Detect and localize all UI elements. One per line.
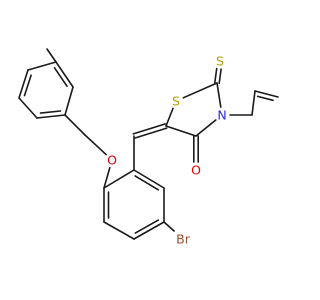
bond-a2-a3 bbox=[254, 90, 279, 98]
bond-t1-t2 bbox=[36, 114, 66, 119]
bond-t5-t6 bbox=[55, 61, 74, 88]
bond-c5-s1 bbox=[165, 107, 174, 127]
atom-s-ring-label: S bbox=[172, 94, 180, 109]
atom-labels: S S N O O Br bbox=[105, 54, 229, 249]
bond-r6-oe bbox=[103, 166, 111, 189]
bond-a1-a2 bbox=[251, 90, 256, 116]
atom-o-ether-label: O bbox=[107, 153, 117, 168]
bond-t3-t4 bbox=[18, 69, 29, 99]
bond-c4-c5 bbox=[165, 125, 197, 137]
bond-t5-t6-inner bbox=[53, 67, 68, 87]
bond-t2-t3 bbox=[18, 97, 38, 119]
atom-n-ring-label: N bbox=[217, 108, 226, 123]
bond-r1-r2-inner bbox=[134, 175, 160, 191]
bond-t4-t5 bbox=[27, 61, 57, 71]
atom-s-ring: S bbox=[169, 94, 183, 109]
bond-r3-r4-inner bbox=[134, 219, 160, 234]
bond-r4-r5 bbox=[103, 221, 135, 240]
bond-lines bbox=[18, 48, 279, 240]
bond-c2-s1 bbox=[182, 82, 218, 99]
bond-n3-c4 bbox=[195, 119, 217, 137]
bond-ch2-t1 bbox=[64, 114, 86, 136]
bond-c5-ce-b bbox=[133, 127, 168, 139]
atom-br-label: Br bbox=[176, 232, 191, 247]
bond-t5-me bbox=[46, 48, 57, 63]
bond-c2-n3 bbox=[216, 82, 222, 108]
bond-oe-ch2 bbox=[84, 134, 107, 156]
bond-c2-s9-a bbox=[218, 68, 222, 85]
bond-r3-br bbox=[163, 221, 175, 232]
bond-t3-t4-inner bbox=[23, 74, 32, 97]
atom-br: Br bbox=[173, 229, 193, 249]
molecule-structure-diagram: S S N O O Br bbox=[18, 48, 279, 249]
atom-n-ring: N bbox=[215, 108, 229, 123]
atom-o-ether: O bbox=[105, 153, 119, 168]
atom-o-carbonyl: O bbox=[189, 163, 203, 178]
bond-r6-r1 bbox=[103, 169, 135, 189]
bond-c5-ce-a bbox=[132, 123, 167, 135]
bond-t6-t1 bbox=[64, 86, 74, 116]
atom-s-thione-label: S bbox=[216, 54, 224, 69]
bond-t1-t2-inner bbox=[39, 110, 62, 114]
atom-s-thione: S bbox=[213, 54, 227, 69]
atom-o-carbonyl-label: O bbox=[191, 163, 201, 178]
bond-a2-a3-inner bbox=[256, 95, 274, 102]
bond-c2-s9-b bbox=[214, 67, 218, 84]
bond-r3-r4 bbox=[133, 221, 165, 240]
bond-r1-r2 bbox=[133, 169, 165, 189]
